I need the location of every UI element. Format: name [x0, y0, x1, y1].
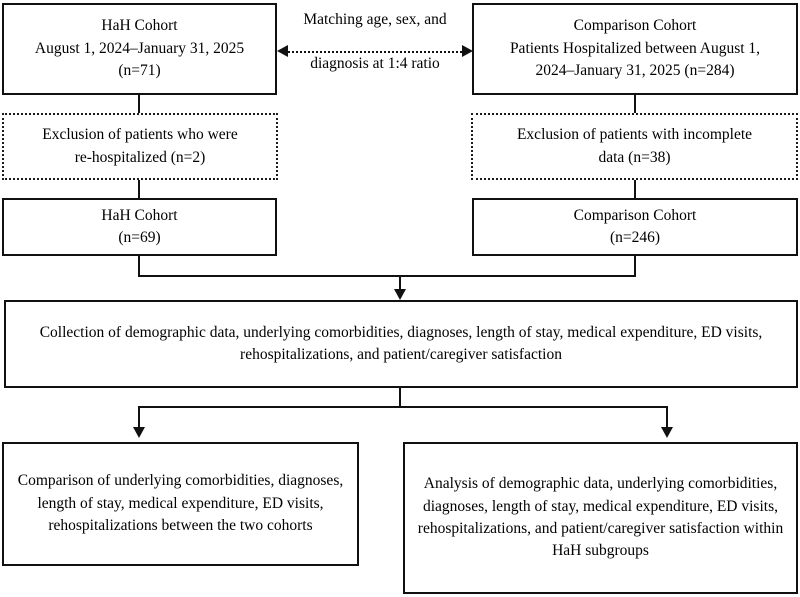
node-hah-final-cohort: HaH Cohort (n=69): [2, 198, 277, 256]
node-comparison-final-cohort-label: Comparison Cohort (n=246): [573, 206, 697, 246]
node-hah-final-cohort-label: HaH Cohort (n=69): [101, 206, 178, 246]
connector-matching-label-top: Matching age, sex, and: [303, 11, 447, 28]
matching-dotted-line: [288, 51, 462, 53]
node-comparison-exclusion-label: Exclusion of patients with incomplete da…: [516, 126, 753, 166]
arrow-down-icon: [661, 427, 673, 438]
connector-merge-center-stem: [399, 275, 401, 291]
arrow-down-icon: [133, 427, 145, 438]
connector-matching: Matching age, sex, and diagnosis at 1:4 …: [277, 10, 473, 86]
node-comparison-final-cohort: Comparison Cohort (n=246): [472, 198, 798, 256]
arrow-down-icon: [394, 289, 406, 300]
node-data-collection-label: Collection of demographic data, underlyi…: [39, 323, 763, 363]
node-hah-initial-cohort: HaH Cohort August 1, 2024–January 31, 20…: [2, 3, 277, 95]
node-comparison-analysis-output: Comparison of underlying comorbidities, …: [2, 442, 359, 566]
connector-split-center-stem: [399, 388, 401, 408]
connector-comparison-to-exclusion: [634, 95, 636, 113]
connector-split-crossbar: [138, 406, 668, 408]
node-hah-exclusion: Exclusion of patients who were re-hospit…: [2, 113, 278, 180]
node-hah-subgroup-analysis-output: Analysis of demographic data, underlying…: [403, 442, 798, 594]
node-comparison-exclusion: Exclusion of patients with incomplete da…: [471, 113, 798, 180]
arrow-right-icon: [462, 45, 473, 57]
connector-merge-left-stem: [138, 256, 140, 277]
connector-split-left-stem: [138, 406, 140, 428]
node-comparison-initial-cohort: Comparison Cohort Patients Hospitalized …: [472, 3, 798, 95]
connector-merge-crossbar: [138, 275, 636, 277]
node-comparison-initial-cohort-label: Comparison Cohort Patients Hospitalized …: [509, 17, 761, 80]
node-hah-exclusion-label: Exclusion of patients who were re-hospit…: [42, 126, 238, 166]
connector-merge-right-stem: [634, 256, 636, 277]
connector-split-right-stem: [666, 406, 668, 428]
node-hah-initial-cohort-label: HaH Cohort August 1, 2024–January 31, 20…: [34, 17, 245, 80]
node-hah-subgroup-analysis-output-label: Analysis of demographic data, underlying…: [417, 475, 784, 560]
node-data-collection: Collection of demographic data, underlyi…: [4, 300, 798, 388]
connector-matching-label-bottom: diagnosis at 1:4 ratio: [310, 55, 440, 72]
arrow-left-icon: [277, 45, 288, 57]
connector-exclusion-to-comparison-final: [634, 180, 636, 198]
connector-exclusion-to-hah-final: [138, 180, 140, 198]
connector-hah-to-exclusion: [138, 95, 140, 113]
node-comparison-analysis-output-label: Comparison of underlying comorbidities, …: [17, 472, 344, 535]
